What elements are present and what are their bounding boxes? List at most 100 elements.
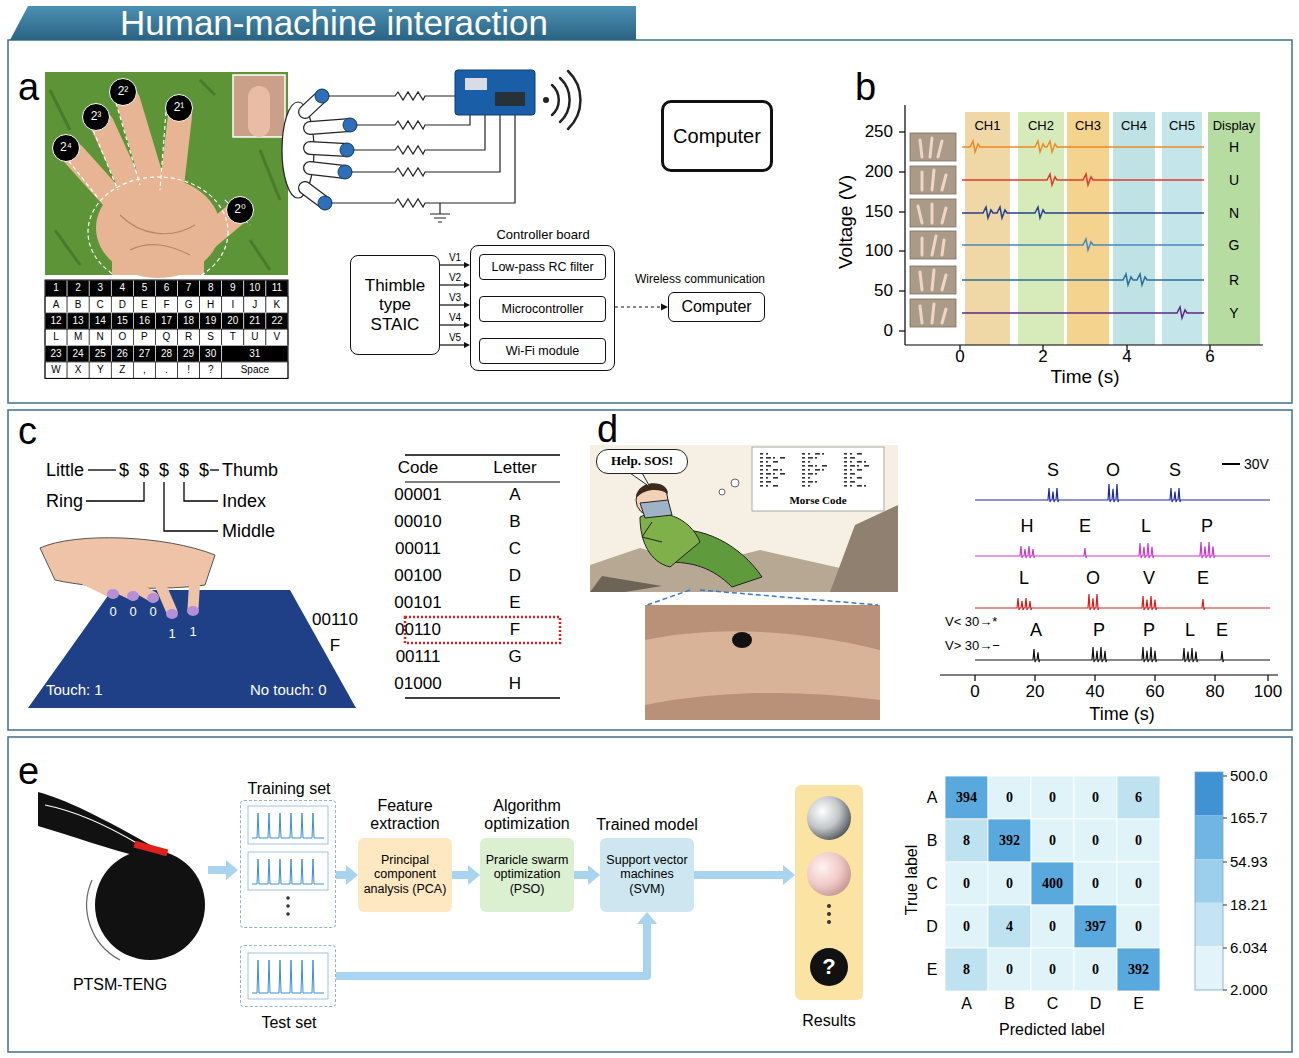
illustration-path (922, 170, 946, 190)
morse-mark (850, 481, 855, 483)
table-cell: 00010 (394, 512, 441, 532)
callout-circle: 2⁴ (52, 134, 80, 162)
colorbar-step (1195, 816, 1223, 860)
signal-thumbnail (248, 953, 328, 999)
axis-tick: 100 (1254, 682, 1282, 702)
table-cell: 00110 (395, 620, 441, 640)
morse-mark (815, 453, 820, 455)
colorbar-step (1195, 946, 1223, 990)
matrix-cell (945, 948, 988, 991)
decoded-letter: V (1143, 568, 1155, 589)
table-grid (111, 329, 133, 345)
morse-mark (760, 453, 763, 455)
node-heading: Test set (219, 1014, 359, 1032)
connector-line (452, 871, 470, 879)
axis-tick: 20 (1026, 682, 1045, 702)
class-label: B (1004, 995, 1015, 1013)
morse-mark (766, 469, 768, 471)
table-cell: 9 (230, 282, 236, 294)
table-cell: 00001 (394, 485, 441, 505)
table-grid (67, 362, 89, 378)
signal-thumbnail (248, 806, 328, 844)
colorbar-tick: 6.034 (1230, 939, 1268, 956)
illustration-circle (807, 852, 851, 896)
node-text: CH5 (1162, 119, 1202, 134)
matrix-cell (1031, 819, 1074, 862)
matrix-value: 4 (1006, 918, 1013, 934)
colorbar-step (1195, 903, 1223, 947)
morse-mark (850, 469, 852, 471)
illustration-path (552, 85, 559, 115)
bit-symbol: $ (179, 460, 189, 481)
matrix-cell (1031, 948, 1074, 991)
morse-mark (808, 473, 813, 475)
illustration-path (920, 138, 942, 157)
morse-mark (857, 461, 862, 463)
illustration-line (899, 330, 905, 331)
table-cell: J (252, 299, 257, 311)
morse-mark (802, 461, 805, 463)
colorbar-tick-mark (1223, 990, 1227, 991)
edge-label: V3 (449, 292, 461, 304)
table-grid (222, 362, 288, 378)
connector (336, 865, 358, 885)
class-label: A (927, 788, 938, 806)
illustration-g (760, 453, 869, 487)
illustration-rect (233, 75, 285, 137)
node-text: 2³ (91, 110, 102, 124)
table-grid (89, 280, 111, 296)
illustration-line (1222, 463, 1240, 465)
table-cell: 27 (139, 348, 150, 360)
matrix-value: 397 (1085, 918, 1106, 934)
illustration-g (60, 96, 250, 287)
morse-mark (822, 469, 824, 471)
node-text: 2⁴ (60, 141, 72, 155)
connector (574, 865, 600, 885)
table-grid (133, 313, 155, 329)
morse-mark (802, 473, 805, 475)
table-cell: 29 (183, 348, 194, 360)
node-text: Help. SOS! (611, 454, 673, 469)
matrix-value: 394 (956, 789, 977, 805)
table-cell: M (74, 332, 82, 344)
morse-mark (766, 453, 768, 455)
illustration-circle (318, 196, 332, 210)
table-cell: 01000 (394, 674, 441, 694)
finger-name: Index (222, 491, 266, 512)
bit-value: 0 (109, 605, 116, 620)
axis-tick: 2 (1038, 347, 1047, 367)
illustration-polygon (590, 576, 662, 592)
illustration-path (87, 880, 120, 960)
node-text: N (1208, 205, 1260, 221)
table-cell: 22 (271, 315, 282, 327)
matrix-cell (988, 819, 1031, 862)
connector-line (440, 284, 465, 285)
illustration-g (918, 138, 946, 323)
matrix-cell (1031, 905, 1074, 948)
channel-band: CH5 (1162, 112, 1202, 345)
colorbar-step (1195, 859, 1223, 903)
morse-mark (815, 465, 817, 467)
class-label: E (927, 960, 938, 978)
morse-mark (815, 481, 817, 483)
signal-trace (975, 484, 1270, 502)
table-header: Letter (493, 458, 536, 478)
channel-band: CH3 (1067, 112, 1109, 345)
table-cell: X (75, 364, 82, 376)
table-grid (133, 362, 155, 378)
morse-mark (844, 465, 847, 467)
morse-mark (766, 465, 771, 467)
bit-symbol: $ (139, 460, 149, 481)
table-cell: G (508, 647, 521, 667)
signal-trace (962, 141, 1204, 152)
node-text: 2¹ (174, 101, 185, 115)
morse-mark (802, 453, 805, 455)
illustration-line (905, 344, 1263, 345)
node-text: Thimble type STAIC (354, 276, 436, 335)
axis-tick: 0 (970, 682, 979, 702)
illustration-ellipse (107, 589, 119, 599)
illustration-rect (910, 231, 956, 259)
scale-label: 30V (1244, 456, 1269, 472)
morse-mark (850, 453, 852, 455)
